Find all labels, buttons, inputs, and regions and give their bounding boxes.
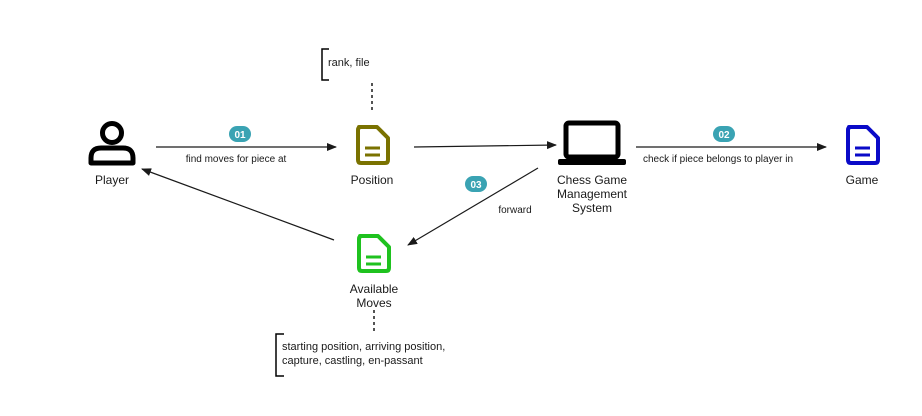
position-label: Position bbox=[351, 173, 394, 187]
position-node[interactable]: Position bbox=[351, 125, 394, 187]
system-label-line3: System bbox=[572, 201, 612, 215]
step-badge-text: 03 bbox=[470, 180, 482, 191]
step-badge-text: 02 bbox=[718, 130, 730, 141]
edge-moves-to-player bbox=[141, 168, 335, 241]
step-badge-text: 01 bbox=[234, 130, 246, 141]
moves-note: starting position, arriving position, ca… bbox=[275, 333, 445, 377]
system-label-line2: Management bbox=[557, 187, 628, 201]
note-bracket bbox=[321, 48, 329, 81]
system-node[interactable]: Chess Game Management System bbox=[557, 120, 628, 215]
check-piece-label: check if piece belongs to player in bbox=[643, 154, 793, 165]
find-moves-label: find moves for piece at bbox=[186, 154, 287, 165]
document-icon bbox=[846, 125, 880, 165]
moves-note-line2: capture, castling, en-passant bbox=[282, 355, 423, 367]
edge-system-to-moves bbox=[407, 167, 539, 246]
position-note: rank, file bbox=[321, 48, 370, 81]
step-badge bbox=[713, 126, 735, 142]
forward-edge-annotation: 03 forward bbox=[465, 176, 532, 216]
document-icon bbox=[356, 125, 390, 165]
game-label: Game bbox=[846, 173, 879, 187]
moves-note-line1: starting position, arriving position, bbox=[282, 341, 445, 353]
step-badge bbox=[229, 126, 251, 142]
person-icon bbox=[88, 121, 136, 166]
game-node[interactable]: Game bbox=[846, 125, 880, 187]
check-piece-edge-annotation: 02 check if piece belongs to player in bbox=[643, 126, 793, 165]
position-note-text: rank, file bbox=[328, 57, 370, 69]
system-label-line1: Chess Game bbox=[557, 173, 627, 187]
moves-node[interactable]: Available Moves bbox=[350, 234, 399, 310]
step-badge bbox=[465, 176, 487, 192]
moves-label-line1: Available bbox=[350, 282, 399, 296]
document-icon bbox=[357, 234, 391, 273]
player-node[interactable]: Player bbox=[88, 121, 136, 188]
moves-label-line2: Moves bbox=[356, 296, 391, 310]
note-bracket bbox=[275, 333, 284, 377]
laptop-icon bbox=[558, 120, 626, 165]
forward-label: forward bbox=[498, 205, 531, 216]
find-moves-edge-annotation: 01 find moves for piece at bbox=[186, 126, 287, 165]
player-label: Player bbox=[95, 173, 129, 187]
edge-position-to-system bbox=[413, 141, 557, 150]
